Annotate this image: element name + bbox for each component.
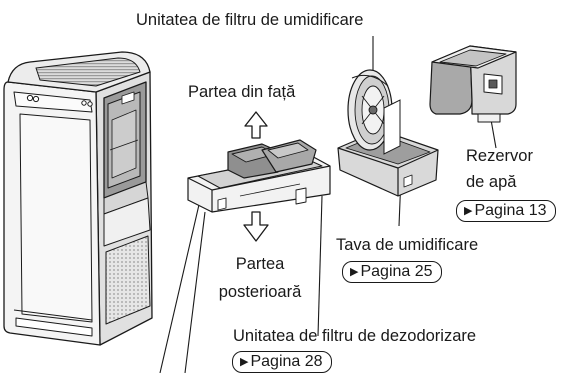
play-triangle-icon: ▶: [240, 356, 249, 368]
page-ref-label: Pagina 28: [250, 353, 323, 370]
page-ref-humidifier-tray[interactable]: ▶Pagina 25: [342, 261, 442, 283]
label-water-tank-line1: Rezervor: [466, 147, 533, 165]
rear-arrow-icon: [243, 211, 269, 242]
label-humidifier-filter-unit: Unitatea de filtru de umidificare: [136, 11, 364, 29]
label-rear-line2: posterioară: [218, 283, 302, 301]
label-front: Partea din față: [188, 83, 296, 101]
humidifier-filter-illustration: [347, 69, 401, 155]
play-triangle-icon: ▶: [464, 205, 473, 217]
leader-lines: [159, 36, 497, 373]
page-ref-label: Pagina 25: [360, 263, 433, 280]
page-ref-water-tank[interactable]: ▶Pagina 13: [456, 200, 556, 222]
page-ref-label: Pagina 13: [474, 202, 547, 219]
direction-arrows: [243, 111, 269, 242]
deodorizing-filter-unit-illustration: [187, 139, 331, 213]
label-rear-line1: Partea: [235, 255, 285, 273]
front-arrow-icon: [244, 111, 268, 139]
label-deodorizing-filter-unit: Unitatea de filtru de dezodorizare: [233, 327, 477, 345]
label-humidifier-tray: Tava de umidificare: [336, 236, 479, 254]
air-purifier-unit: [3, 51, 153, 346]
label-water-tank-line2: de apă: [466, 173, 517, 191]
play-triangle-icon: ▶: [350, 266, 359, 278]
water-tank-illustration: [429, 45, 517, 123]
page-ref-deodorizing-filter[interactable]: ▶Pagina 28: [232, 351, 332, 373]
